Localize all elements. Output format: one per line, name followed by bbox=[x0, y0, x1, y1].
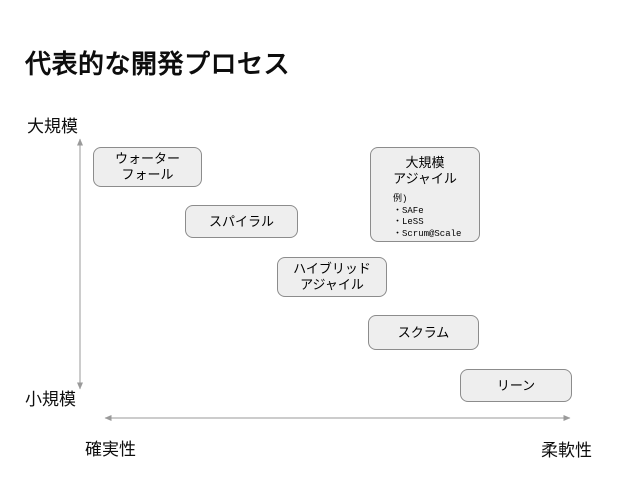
example-item: ・Scrum@Scale bbox=[393, 228, 462, 239]
box-label-line: フォール bbox=[121, 167, 174, 182]
process-box-lean: リーン bbox=[460, 369, 572, 402]
x-axis-right-label: 柔軟性 bbox=[541, 441, 592, 460]
example-item: ・SAFe bbox=[393, 205, 424, 216]
examples-note: 例) ・SAFe ・LeSS ・Scrum@Scale bbox=[371, 194, 479, 240]
process-box-large-scale-agile: 大規模 アジャイル 例) ・SAFe ・LeSS ・Scrum@Scale bbox=[370, 147, 480, 242]
box-label-line: リーン bbox=[496, 377, 536, 393]
x-axis-left-label: 確実性 bbox=[85, 440, 136, 459]
box-label-line: ウォーター bbox=[114, 151, 180, 166]
process-box-spiral: スパイラル bbox=[185, 205, 298, 238]
process-box-hybrid-agile: ハイブリッド アジャイル bbox=[277, 257, 387, 297]
box-label-line: アジャイル bbox=[300, 277, 364, 292]
box-label-line: 大規模 bbox=[405, 155, 445, 170]
page-title: 代表的な開発プロセス bbox=[25, 49, 291, 79]
y-axis-bottom-label: 小規模 bbox=[25, 390, 76, 409]
box-label-line: アジャイル bbox=[393, 171, 457, 186]
box-label-line: ハイブリッド bbox=[293, 261, 371, 276]
example-item: ・LeSS bbox=[393, 217, 424, 227]
process-box-scrum: スクラム bbox=[368, 315, 479, 350]
process-box-waterfall: ウォーター フォール bbox=[93, 147, 202, 187]
y-axis-top-label: 大規模 bbox=[27, 117, 78, 136]
box-label-line: スクラム bbox=[397, 324, 450, 340]
examples-heading: 例) bbox=[393, 194, 408, 204]
box-label-line: スパイラル bbox=[208, 213, 274, 229]
